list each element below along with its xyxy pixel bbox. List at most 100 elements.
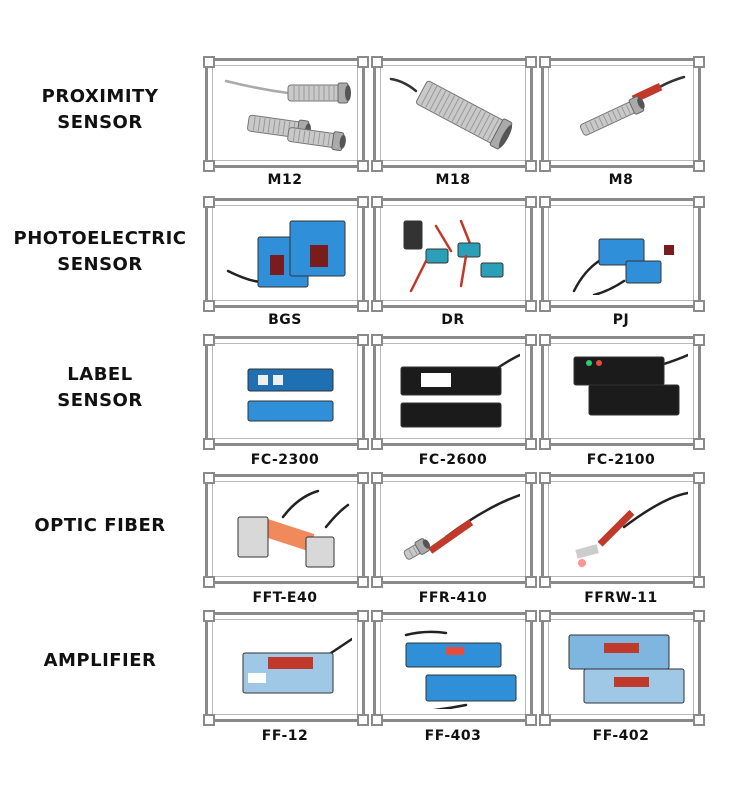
cable xyxy=(434,224,453,253)
frame-corner-ornament xyxy=(693,56,705,68)
frame-corner-ornament xyxy=(203,300,215,312)
product-model-label: M18 xyxy=(435,172,471,188)
cable xyxy=(404,630,448,637)
category-title: LABEL SENSOR xyxy=(0,362,200,414)
product-image xyxy=(568,634,685,704)
product-card[interactable] xyxy=(539,472,705,588)
frame-corner-ornament xyxy=(693,438,705,450)
frame-corner-ornament xyxy=(357,576,369,588)
product-card[interactable] xyxy=(203,610,369,726)
product-image xyxy=(404,630,517,709)
frame-corner-ornament xyxy=(357,160,369,172)
frame-corner-ornament xyxy=(525,576,537,588)
cable xyxy=(592,279,626,295)
frame-corner-ornament xyxy=(371,334,383,346)
frame-corner-ornament xyxy=(525,472,537,484)
category-title-line1: LABEL xyxy=(67,364,133,385)
frame-corner-ornament xyxy=(357,438,369,450)
product-card[interactable] xyxy=(371,56,537,172)
product-card[interactable] xyxy=(203,334,369,450)
frame-corner-ornament xyxy=(539,196,551,208)
metal-barrel xyxy=(416,80,513,150)
product-card[interactable] xyxy=(203,196,369,312)
light-spot xyxy=(578,559,586,567)
indicator xyxy=(258,375,268,385)
sensor-body xyxy=(247,368,334,392)
product-card[interactable] xyxy=(371,610,537,726)
sensor-body xyxy=(625,260,662,284)
category-title-line1: AMPLIFIER xyxy=(43,650,157,671)
metal-barrel xyxy=(287,127,346,151)
frame-corner-ornament xyxy=(203,438,215,450)
product-image xyxy=(237,489,350,568)
product-card[interactable] xyxy=(203,56,369,172)
frame-corner-ornament xyxy=(357,334,369,346)
sensor-body xyxy=(425,248,449,264)
display xyxy=(614,677,649,687)
bracket xyxy=(237,516,269,558)
frame-corner-ornament xyxy=(525,300,537,312)
frame-corner-ornament xyxy=(203,334,215,346)
product-model-label: PJ xyxy=(612,312,630,328)
frame-corner-ornament xyxy=(525,334,537,346)
frame-corner-ornament xyxy=(203,714,215,726)
frame-corner-ornament xyxy=(539,576,551,588)
lens xyxy=(310,245,328,267)
lens xyxy=(664,245,674,255)
product-model-label: M12 xyxy=(267,172,303,188)
probe xyxy=(575,544,599,559)
product-image xyxy=(400,353,520,428)
amplifier-body xyxy=(425,674,517,702)
frame-corner-ornament xyxy=(525,196,537,208)
product-model-label: BGS xyxy=(268,312,302,328)
frame-corner-ornament xyxy=(371,438,383,450)
sensor-body xyxy=(457,242,481,258)
frame-corner-ornament xyxy=(539,300,551,312)
cable xyxy=(459,254,468,288)
category-title-line2: SENSOR xyxy=(57,390,143,411)
frame-corner-ornament xyxy=(525,56,537,68)
frame-corner-ornament xyxy=(357,300,369,312)
product-model-label: FF-12 xyxy=(261,728,309,744)
display xyxy=(446,647,464,655)
product-card[interactable] xyxy=(539,56,705,172)
frame-corner-ornament xyxy=(693,576,705,588)
cable xyxy=(572,259,601,293)
product-card[interactable] xyxy=(371,334,537,450)
product-card[interactable] xyxy=(203,472,369,588)
product-image xyxy=(242,637,352,694)
product-model-label: FF-403 xyxy=(424,728,482,744)
nameplate xyxy=(421,373,451,387)
frame-corner-ornament xyxy=(371,714,383,726)
cable xyxy=(409,259,428,293)
display xyxy=(268,657,313,669)
product-model-label: FC-2300 xyxy=(250,452,320,468)
frame-corner-ornament xyxy=(693,472,705,484)
frame-corner-ornament xyxy=(539,472,551,484)
frame-corner-ornament xyxy=(539,334,551,346)
frame-corner-ornament xyxy=(525,610,537,622)
product-card[interactable] xyxy=(539,196,705,312)
product-model-label: FFT-E40 xyxy=(252,590,318,606)
product-image xyxy=(389,77,513,150)
red-sleeve xyxy=(428,519,474,554)
frame-corner-ornament xyxy=(357,714,369,726)
sensor-body xyxy=(588,384,680,416)
frame-corner-ornament xyxy=(357,610,369,622)
product-card[interactable] xyxy=(371,196,537,312)
product-image xyxy=(247,368,334,422)
frame-corner-ornament xyxy=(371,610,383,622)
cable xyxy=(324,503,350,529)
category-title-line1: PROXIMITY xyxy=(41,86,159,107)
frame-corner-ornament xyxy=(357,196,369,208)
frame-corner-ornament xyxy=(371,160,383,172)
product-card[interactable] xyxy=(371,472,537,588)
product-card[interactable] xyxy=(539,610,705,726)
cable xyxy=(662,353,688,366)
cable xyxy=(432,703,468,709)
metal-barrel xyxy=(579,96,645,136)
metal-barrel xyxy=(403,538,430,560)
product-card[interactable] xyxy=(539,334,705,450)
